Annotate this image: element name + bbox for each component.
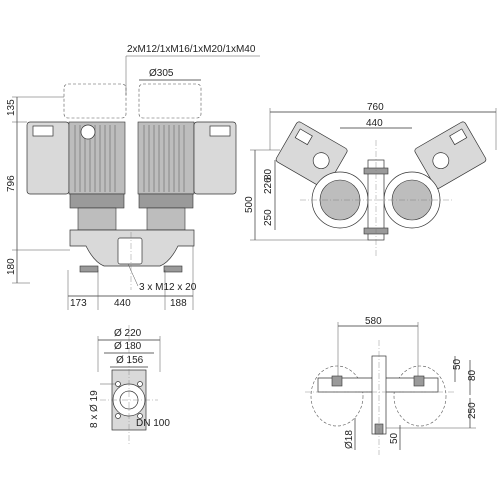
top-view: 760 440 500 226 80 xyxy=(244,102,497,258)
right-pump-head xyxy=(146,207,186,231)
dim-173: 173 xyxy=(70,298,87,309)
dim-50-b: 50 xyxy=(389,432,400,444)
label-holes-8: 8 x xyxy=(89,415,100,428)
dim-50-a: 50 xyxy=(452,358,463,370)
left-module-display xyxy=(32,125,54,137)
right-lantern xyxy=(138,193,194,209)
dim-188: 188 xyxy=(170,298,187,309)
dim-440-top: 440 xyxy=(366,118,383,129)
dim-250-base: 250 xyxy=(467,402,478,419)
dim-440-front: 440 xyxy=(114,298,131,309)
dim-796: 796 xyxy=(6,175,17,192)
right-motor xyxy=(137,121,195,195)
dim-135: 135 xyxy=(6,99,17,116)
left-foot xyxy=(79,265,99,273)
top-right-module xyxy=(414,121,487,189)
top-left-motor-group xyxy=(275,121,348,189)
dim-dia-180: Ø 180 xyxy=(114,341,142,352)
left-motor-cable-gland xyxy=(80,124,96,140)
dim-180: 180 xyxy=(6,258,17,275)
left-lantern xyxy=(69,193,125,209)
dim-500: 500 xyxy=(244,196,255,213)
right-foot xyxy=(163,265,183,273)
left-motor xyxy=(68,121,126,195)
right-removal-envelope xyxy=(138,83,202,119)
base-right-outline xyxy=(393,365,447,427)
dim-226: 226 xyxy=(263,177,274,194)
left-pump-head xyxy=(77,207,117,231)
dim-760: 760 xyxy=(367,102,384,113)
dim-80-top: 80 xyxy=(263,168,274,180)
dim-dia-220: Ø 220 xyxy=(114,328,142,339)
right-electronic-module xyxy=(193,121,237,195)
dim-80-base: 80 xyxy=(467,369,478,381)
outlet-flange xyxy=(117,237,143,265)
top-left-module xyxy=(275,121,348,189)
front-view: 135 796 180 2xM12/1xM16/1xM20/1xM40 Ø305… xyxy=(6,44,260,310)
dim-250-top: 250 xyxy=(263,209,274,226)
dim-dia-18: Ø18 xyxy=(344,430,355,449)
dim-dia-19: Ø 19 xyxy=(89,390,100,412)
label-cable-glands: 2xM12/1xM16/1xM20/1xM40 xyxy=(127,44,256,55)
label-bolts-front: 3 x M12 x 20 xyxy=(139,282,197,293)
flange-view: Ø 220 Ø 180 Ø 156 Ø 19 8 x DN 100 xyxy=(89,325,170,445)
dim-dia-156: Ø 156 xyxy=(116,355,144,366)
dim-dia-305: Ø305 xyxy=(149,68,174,79)
base-left-outline xyxy=(310,365,364,427)
top-right-motor-group xyxy=(414,121,487,189)
right-module-display xyxy=(209,125,231,137)
label-dn-100: DN 100 xyxy=(136,418,170,429)
dim-580: 580 xyxy=(365,316,382,327)
base-view: 580 50 80 250 Ø18 50 xyxy=(305,316,478,455)
left-removal-envelope xyxy=(63,83,127,119)
